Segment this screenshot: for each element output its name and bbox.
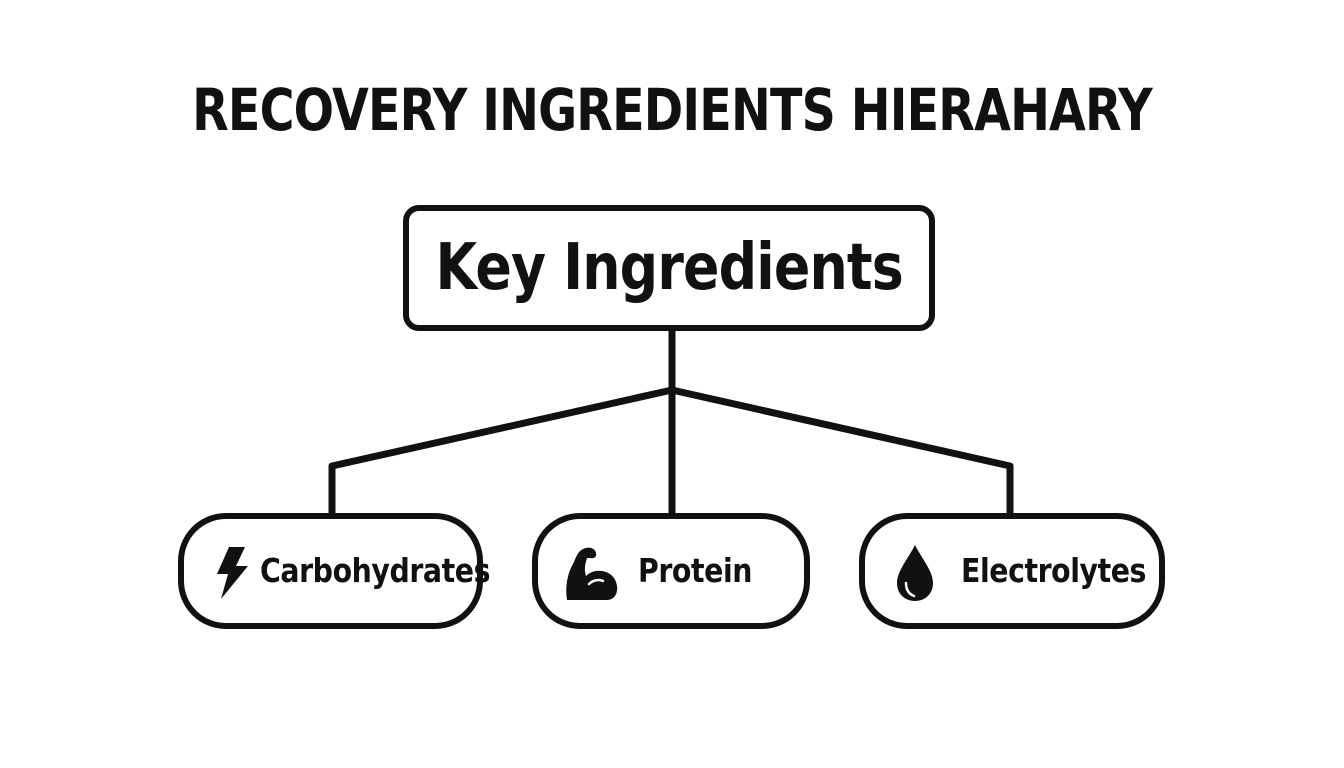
lightning-bolt-icon (214, 547, 250, 599)
page-title: RECOVERY INGREDIENTS HIERAHARY (192, 76, 1153, 144)
connector-left (328, 385, 677, 517)
child-node-electrolytes: Electrolytes (859, 513, 1165, 629)
root-node-label: Key Ingredients (435, 231, 903, 305)
child-node-label: Electrolytes (961, 551, 1147, 590)
child-node-label: Protein (638, 551, 753, 590)
child-node-label: Carbohydrates (260, 551, 491, 590)
connector-right (667, 385, 1014, 517)
root-node: Key Ingredients (403, 205, 935, 331)
child-node-carbohydrates: Carbohydrates (178, 513, 491, 629)
water-drop-icon (895, 543, 935, 603)
child-node-protein: Protein (532, 513, 810, 629)
flexed-arm-icon (560, 543, 620, 603)
